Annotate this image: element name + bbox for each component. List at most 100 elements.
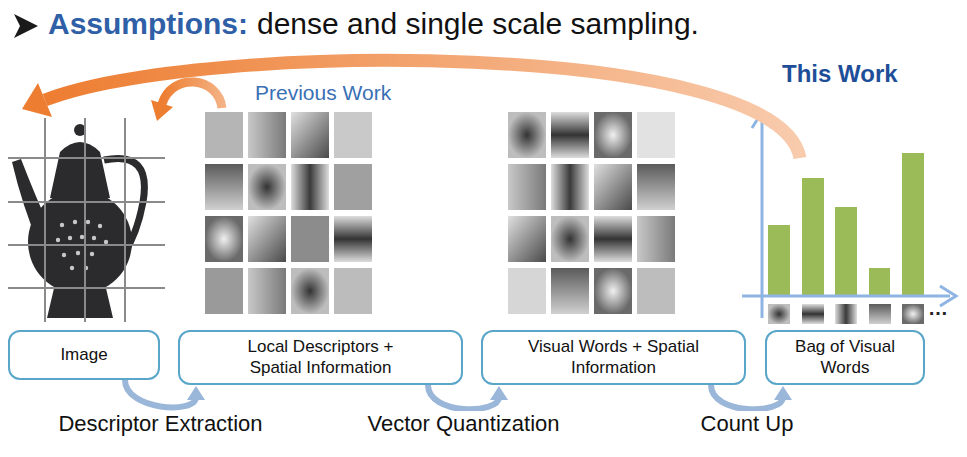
arrow-curve xyxy=(428,385,499,409)
histogram-bar xyxy=(802,178,824,295)
patch xyxy=(594,216,632,262)
box-text: Image xyxy=(60,345,107,365)
curved-arrow xyxy=(428,385,508,409)
patch xyxy=(637,216,675,262)
arrow-head xyxy=(490,386,508,400)
this-work-arrow xyxy=(22,60,800,158)
patch xyxy=(768,304,790,324)
teapot-picture xyxy=(8,118,165,322)
dot xyxy=(56,238,60,242)
process-box: Bag of Visual Words xyxy=(765,330,925,385)
heading-text: dense and single scale sampling. xyxy=(257,6,699,42)
patch xyxy=(551,268,589,314)
orange-head xyxy=(22,83,52,117)
patch xyxy=(205,164,243,210)
dot xyxy=(86,220,90,224)
patch xyxy=(291,112,329,158)
histogram-bar xyxy=(768,225,790,295)
patch xyxy=(291,216,329,262)
arrow-head xyxy=(187,386,205,400)
patch xyxy=(902,304,924,324)
patch xyxy=(551,216,589,262)
histogram-bar xyxy=(869,268,890,295)
descriptor-patches xyxy=(205,112,372,314)
patch xyxy=(551,112,589,158)
dot xyxy=(92,236,96,240)
visual-word-patches xyxy=(508,112,675,314)
teapot-body xyxy=(28,190,132,294)
patch xyxy=(248,164,286,210)
patch xyxy=(508,112,546,158)
grid-line xyxy=(8,287,165,289)
dot xyxy=(60,223,64,227)
y-axis xyxy=(761,118,764,318)
dot xyxy=(68,236,72,240)
patch xyxy=(205,216,243,262)
dot xyxy=(73,220,77,224)
patch xyxy=(508,216,546,262)
grid-line xyxy=(44,118,46,322)
patch xyxy=(637,112,675,158)
box-text: Bag of Visual Words xyxy=(793,337,897,378)
previous-work-arrow xyxy=(151,82,222,121)
x-axis xyxy=(742,295,950,298)
patch xyxy=(835,304,857,324)
patch xyxy=(291,268,329,314)
histogram-bar xyxy=(902,153,924,295)
arrow-label: This Work xyxy=(782,60,898,89)
step-label: Descriptor Extraction xyxy=(56,411,264,437)
patch xyxy=(248,216,286,262)
orange-head xyxy=(151,100,173,121)
patch xyxy=(334,164,372,210)
ellipsis: … xyxy=(928,296,948,320)
grid-line xyxy=(8,201,165,203)
box-text: Local Descriptors + Spatial Information xyxy=(221,337,421,378)
dot xyxy=(62,253,66,257)
grid-line xyxy=(84,118,86,322)
dot xyxy=(70,266,74,270)
curved-arrow xyxy=(711,385,792,409)
patch xyxy=(248,112,286,158)
patch xyxy=(291,164,329,210)
patch xyxy=(637,268,675,314)
patch xyxy=(508,268,546,314)
arrow-head xyxy=(774,386,792,400)
step-label: Vector Quantization xyxy=(365,411,561,437)
sampling-grid xyxy=(8,118,165,322)
histogram xyxy=(742,112,956,324)
arrow-label: Previous Work xyxy=(255,80,391,105)
patch xyxy=(334,216,372,262)
dot xyxy=(76,251,80,255)
patch xyxy=(802,304,824,324)
patch xyxy=(205,268,243,314)
patch xyxy=(869,304,891,324)
heading-keyword: Assumptions: xyxy=(48,6,248,42)
grid-line xyxy=(8,244,165,246)
teapot-lid xyxy=(60,142,100,152)
orange-arc xyxy=(162,82,222,108)
patch xyxy=(551,164,589,210)
dot xyxy=(104,240,108,244)
step-label: Count Up xyxy=(699,411,796,437)
grid-line xyxy=(8,157,165,159)
patch xyxy=(594,112,632,158)
orange-arc xyxy=(45,60,800,158)
process-box: Visual Words + Spatial Information xyxy=(481,330,746,385)
grid-line xyxy=(124,118,126,322)
arrow-curve xyxy=(711,385,783,409)
teapot-base xyxy=(47,284,113,318)
patch xyxy=(205,112,243,158)
bullet-arrow xyxy=(14,14,38,38)
patch xyxy=(637,164,675,210)
dot xyxy=(98,224,102,228)
box-text: Visual Words + Spatial Information xyxy=(519,337,709,378)
patch xyxy=(334,112,372,158)
patch xyxy=(594,164,632,210)
dot xyxy=(90,252,94,256)
patch xyxy=(508,164,546,210)
process-box: Image xyxy=(8,330,160,380)
process-box: Local Descriptors + Spatial Information xyxy=(178,330,463,385)
histogram-bar xyxy=(835,207,857,295)
patch xyxy=(334,268,372,314)
